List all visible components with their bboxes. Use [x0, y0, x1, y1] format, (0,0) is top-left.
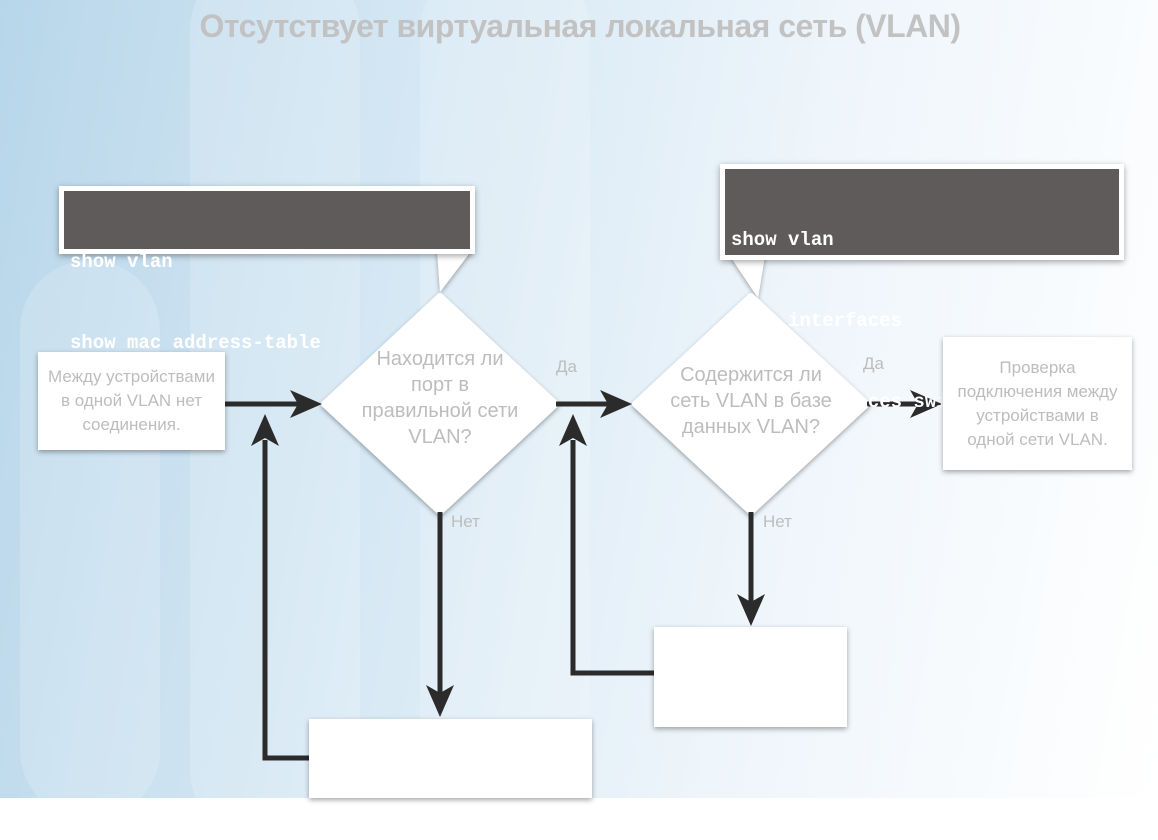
callout-left: show vlan show mac address-table: [59, 186, 475, 354]
arrowhead: [600, 390, 632, 418]
callout-left-tail: [437, 250, 472, 292]
diagram-title: Отсутствует виртуальная локальная сеть (…: [199, 8, 961, 44]
callout-right-tail: [730, 256, 765, 298]
yes-label-2: Да: [863, 354, 884, 373]
command-line: show mac address-table: [70, 332, 321, 354]
start-box-text: Между устройствами в одной VLAN нет соед…: [48, 367, 215, 434]
arrowhead: [251, 414, 279, 446]
yes-label-1: Да: [556, 357, 577, 376]
loop-back-line-2: [570, 440, 655, 676]
callout-right: show vlan show interfaces show interface…: [720, 164, 1124, 413]
flowchart-graphics: [225, 250, 942, 761]
arrowhead: [559, 414, 587, 446]
command-line: show vlan: [70, 251, 173, 273]
arrowhead: [290, 390, 322, 418]
arrowhead: [910, 390, 942, 418]
action-box-2: [654, 627, 847, 727]
no-label-2: Нет: [763, 512, 792, 531]
command-line: show vlan: [731, 229, 834, 251]
command-line: show interfaces: [731, 310, 903, 332]
decision-1-text: Находится ли порт в правильной сети VLAN…: [361, 348, 519, 448]
end-box: Проверка подключения между устройствами …: [943, 337, 1132, 470]
arrowhead: [737, 594, 765, 626]
no-label-1: Нет: [451, 512, 480, 531]
end-box-text: Проверка подключения между устройствами …: [957, 357, 1118, 449]
loop-back-line-1: [262, 440, 312, 761]
arrowhead: [426, 685, 454, 717]
decision-2-text: Содержится ли сеть VLAN в базе данных VL…: [670, 364, 832, 438]
action-box-1: [309, 719, 592, 798]
start-box: Между устройствами в одной VLAN нет соед…: [38, 352, 225, 450]
